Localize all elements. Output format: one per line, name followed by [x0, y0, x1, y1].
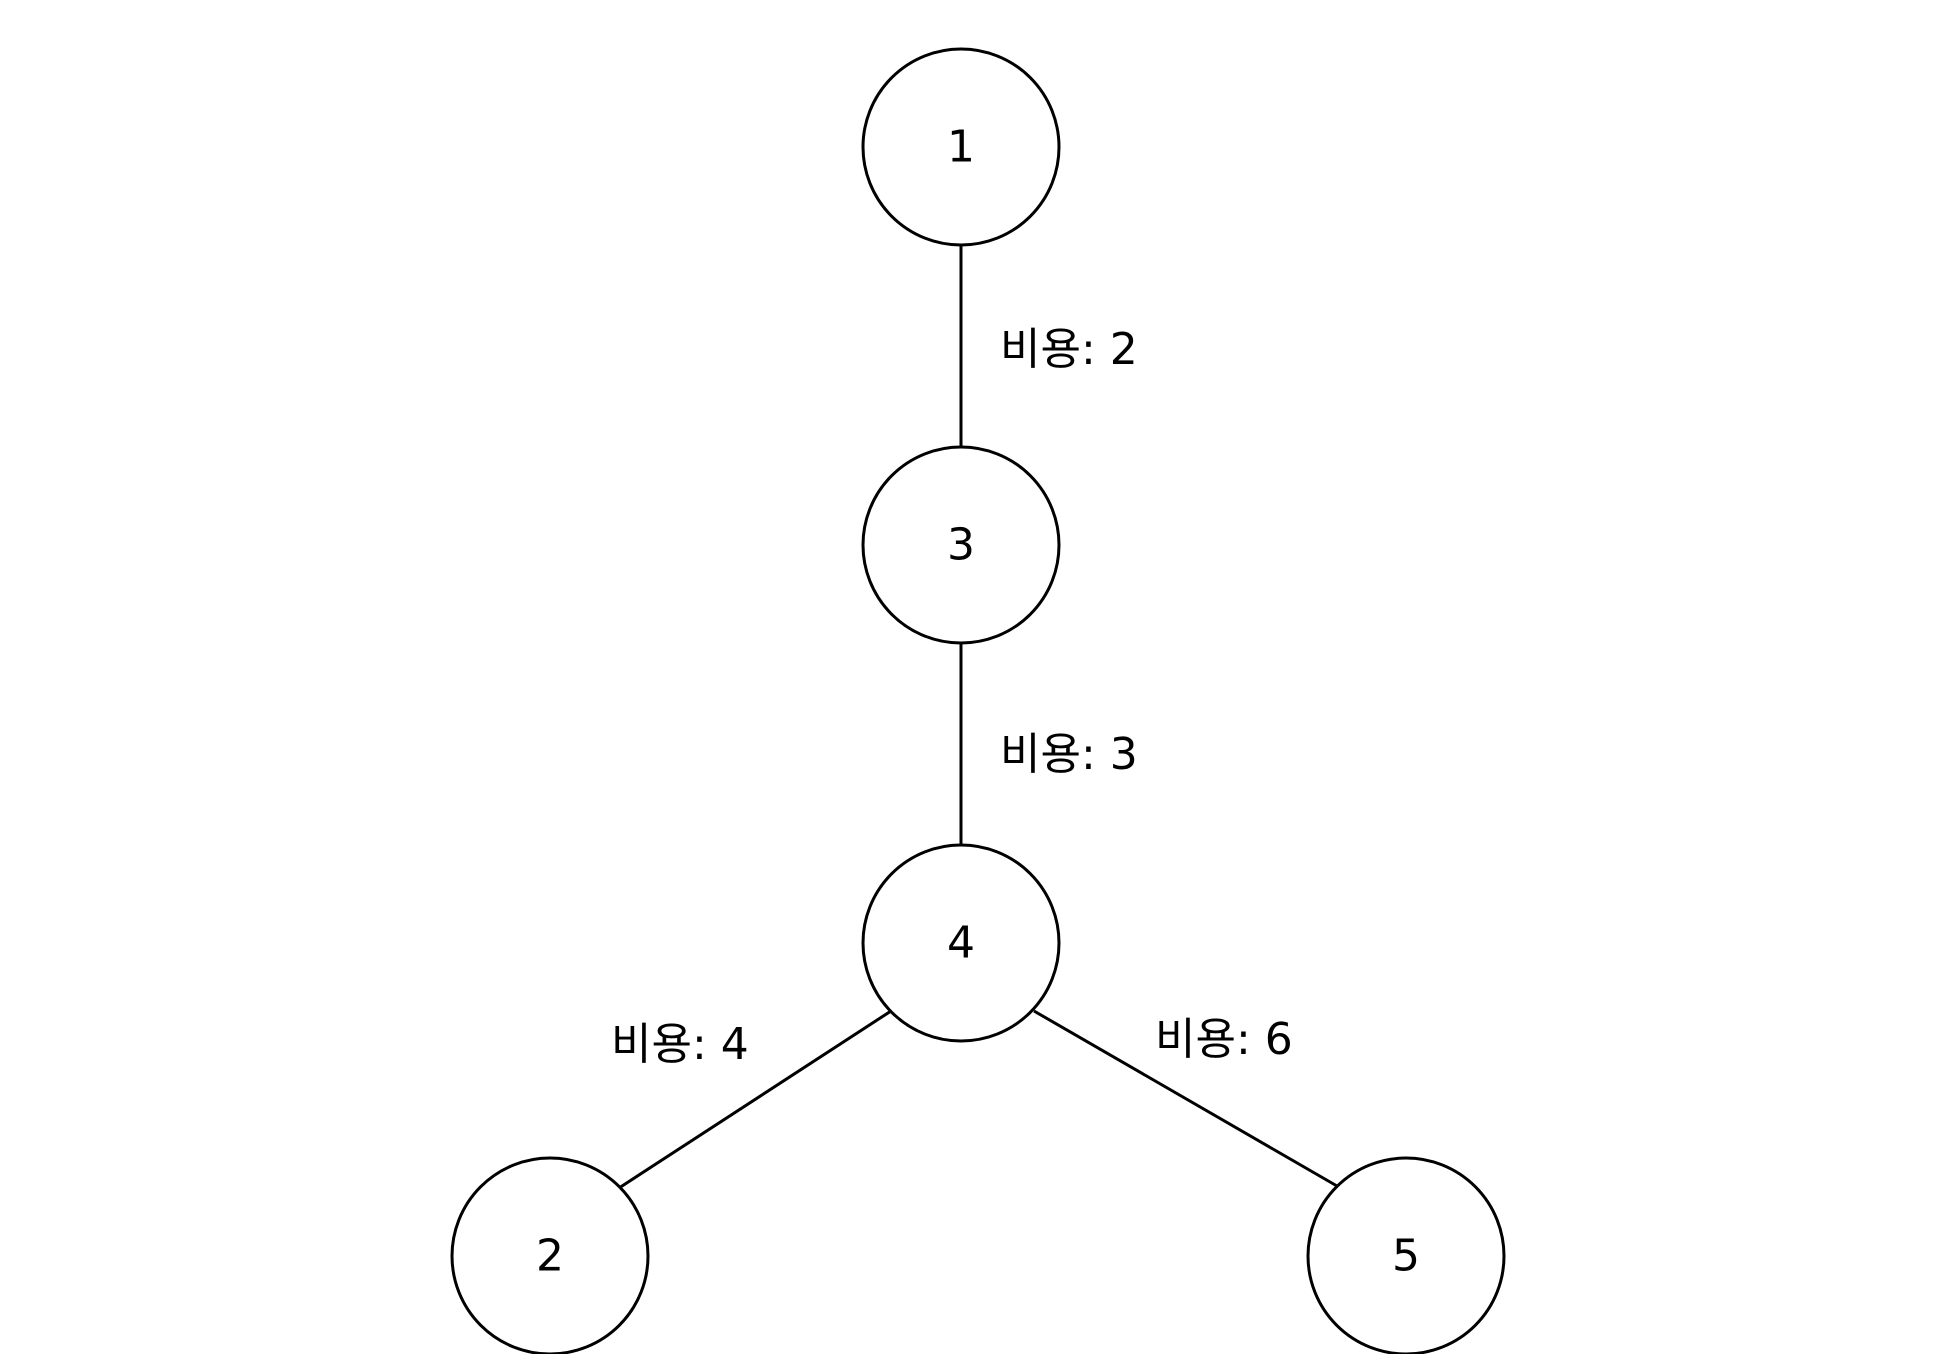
node-label-4: 4	[947, 918, 975, 969]
nodes-layer: 1 3 4 2 5	[450, 47, 1506, 1354]
edge-4-2	[618, 1009, 892, 1190]
node-label-3: 3	[947, 520, 975, 571]
edge-label-4-5: 비용: 6	[1155, 1014, 1293, 1065]
edge-4-5	[1033, 1009, 1338, 1188]
node-2: 2	[450, 1156, 650, 1354]
node-label-2: 2	[536, 1231, 564, 1282]
edge-labels-layer: 비용: 2 비용: 3 비용: 4 비용: 6	[611, 324, 1293, 1070]
node-3: 3	[861, 445, 1061, 645]
node-label-1: 1	[947, 122, 975, 173]
node-5: 5	[1306, 1156, 1506, 1354]
edge-label-3-4: 비용: 3	[1000, 729, 1138, 780]
edges-layer	[618, 243, 1338, 1190]
edge-label-4-2: 비용: 4	[611, 1019, 749, 1070]
node-1: 1	[861, 47, 1061, 247]
node-4: 4	[861, 843, 1061, 1043]
node-label-5: 5	[1392, 1231, 1420, 1282]
edge-label-1-3: 비용: 2	[1000, 324, 1138, 375]
